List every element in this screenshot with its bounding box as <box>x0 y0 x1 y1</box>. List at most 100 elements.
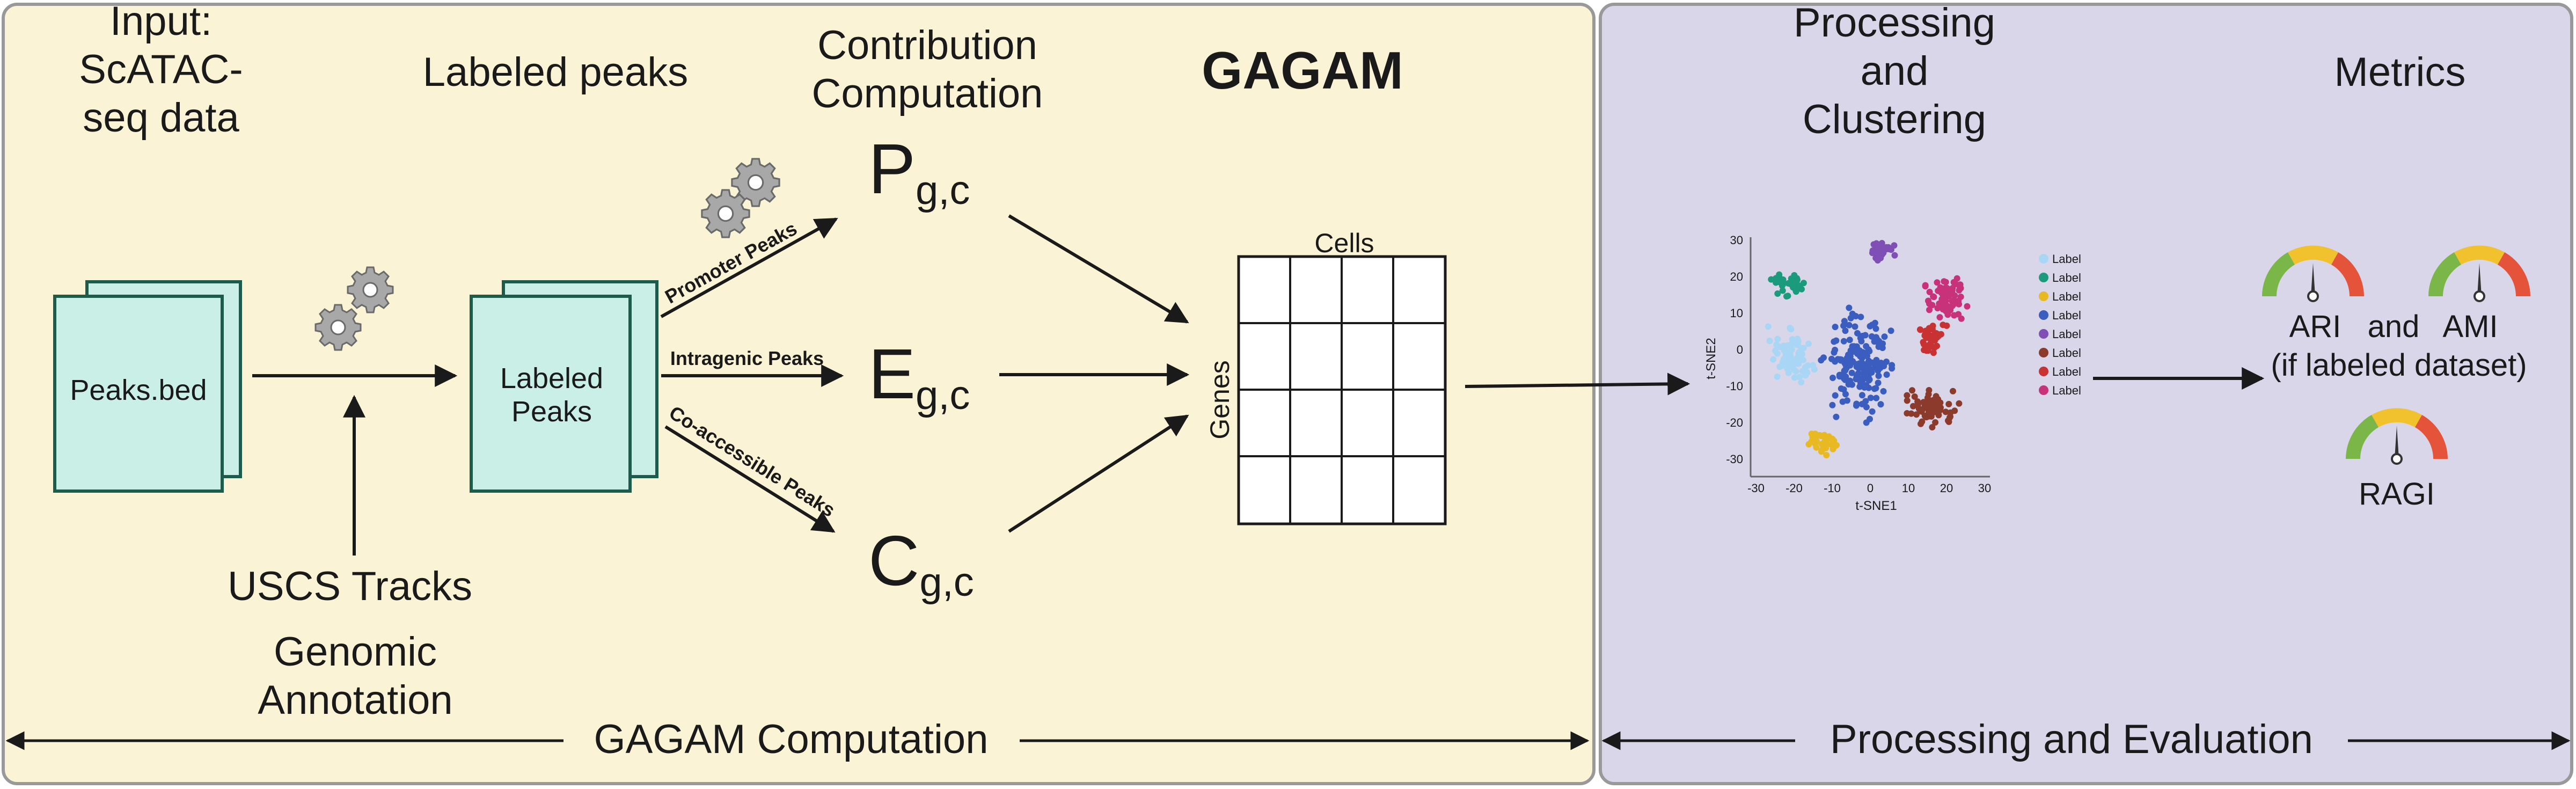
tsne-point <box>1808 438 1815 445</box>
labeled-peaks-line2: Peaks <box>511 396 592 428</box>
tsne-point <box>1945 400 1952 407</box>
tsne-point <box>1839 398 1846 405</box>
tsne-point <box>1926 289 1933 295</box>
tsne-point <box>1947 409 1954 416</box>
tsne-point <box>1889 362 1896 369</box>
legend-swatch <box>2039 329 2048 339</box>
footer-gagam-computation: GAGAM Computation <box>594 717 989 762</box>
tsne-point <box>1791 374 1798 381</box>
tsne-point <box>1929 424 1936 430</box>
tsne-point <box>1910 403 1916 410</box>
tsne-point <box>1887 327 1894 334</box>
tsne-point <box>1875 372 1882 379</box>
tsne-point <box>1796 282 1803 289</box>
legend-swatch <box>2039 385 2048 395</box>
arrow-c-to-matrix <box>1008 414 1189 533</box>
tsne-point <box>1863 374 1870 381</box>
tsne-point <box>1825 435 1832 442</box>
input-header-line2: ScATAC- <box>79 47 243 92</box>
tsne-point <box>1784 365 1791 372</box>
tsne-point <box>1956 287 1963 294</box>
tsne-point <box>1925 391 1932 398</box>
genomic-annotation-line2: Annotation <box>258 677 452 723</box>
tsne-point <box>1836 356 1843 363</box>
tsne-y-tick: 0 <box>1737 343 1743 356</box>
ari-label: ARI <box>2289 309 2341 344</box>
tsne-point <box>1904 397 1911 404</box>
tsne-point <box>1800 345 1807 352</box>
tsne-point <box>1780 359 1786 366</box>
tsne-x-tick: 0 <box>1867 481 1874 495</box>
tsne-point <box>1832 324 1839 331</box>
e-contribution: Eg,c <box>868 334 970 418</box>
legend-swatch <box>2039 254 2048 264</box>
tsne-point <box>1840 338 1847 345</box>
tsne-point <box>1812 430 1819 437</box>
tsne-point <box>1876 251 1883 258</box>
gear-icon <box>701 189 750 238</box>
tsne-point <box>1869 322 1876 328</box>
tsne-point <box>1949 284 1956 291</box>
right-panel <box>1599 3 2573 785</box>
tsne-point <box>1765 323 1772 330</box>
legend-label: Label <box>2052 290 2081 303</box>
tsne-point <box>1867 415 1873 422</box>
ami-label: AMI <box>2442 309 2498 344</box>
tsne-point <box>1928 342 1935 349</box>
tsne-point <box>1848 369 1855 376</box>
contribution-header-line2: Computation <box>812 71 1043 116</box>
legend-label: Label <box>2052 327 2081 341</box>
uscs-tracks-label: USCS Tracks <box>228 564 472 609</box>
tsne-point <box>1934 279 1941 286</box>
tsne-point <box>1792 288 1799 295</box>
tsne-point <box>1842 327 1849 334</box>
tsne-point <box>1930 349 1937 356</box>
labeled-peaks-line1: Labeled <box>500 362 603 394</box>
tsne-ylabel: t-SNE2 <box>1704 338 1718 379</box>
peaks-bed-file-icon <box>53 280 242 493</box>
tsne-point <box>1921 412 1928 419</box>
tsne-point <box>1850 343 1857 350</box>
tsne-point <box>1873 240 1880 247</box>
tsne-point <box>1843 354 1850 361</box>
tsne-point <box>1869 408 1876 415</box>
tsne-point <box>1846 304 1853 311</box>
arrow-matrix-to-clustering <box>1465 372 1690 396</box>
legend-label: Label <box>2052 309 2081 322</box>
tsne-point <box>1853 400 1860 407</box>
tsne-y-tick: 30 <box>1730 233 1743 247</box>
left-panel <box>2 3 1596 785</box>
legend-swatch <box>2039 273 2048 282</box>
tsne-point <box>1849 348 1856 355</box>
tsne-point <box>1846 337 1853 344</box>
tsne-point <box>1936 314 1943 321</box>
tsne-point <box>1919 418 1926 425</box>
tsne-point <box>1862 332 1869 339</box>
tsne-point <box>1883 371 1890 378</box>
tsne-point <box>1930 408 1937 415</box>
gene-cell-matrix <box>1237 255 1447 525</box>
tsne-point <box>1811 366 1818 373</box>
labeled-dataset-note: (if labeled dataset) <box>2271 348 2527 383</box>
tsne-point <box>1823 452 1830 458</box>
tsne-point <box>1936 400 1943 407</box>
legend-swatch <box>2039 348 2048 357</box>
tsne-point <box>1879 345 1886 352</box>
tsne-point <box>1832 347 1839 353</box>
tsne-point <box>1932 419 1939 426</box>
tsne-point <box>1909 387 1915 394</box>
tsne-point <box>1863 343 1870 350</box>
tsne-point <box>1874 336 1880 343</box>
tsne-x-tick: 10 <box>1902 481 1915 495</box>
legend-label: Label <box>2052 252 2081 266</box>
tsne-point <box>1937 331 1944 338</box>
tsne-point <box>1861 384 1868 391</box>
tsne-point <box>1935 412 1942 419</box>
tsne-point <box>1929 302 1936 309</box>
c-contribution: Cg,c <box>868 521 974 605</box>
tsne-point <box>1858 400 1865 407</box>
processing-header-line2: and <box>1861 48 1929 94</box>
tsne-y-tick: -20 <box>1726 416 1743 429</box>
tsne-point <box>1851 323 1858 330</box>
